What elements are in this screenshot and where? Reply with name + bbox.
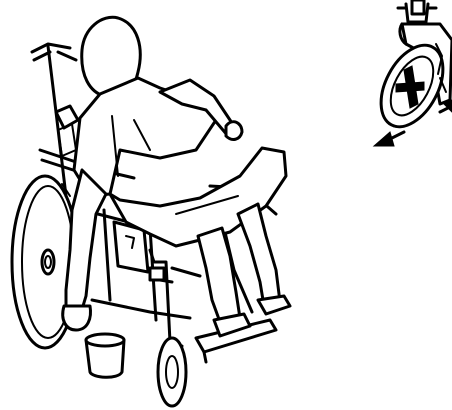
left-shin xyxy=(198,228,240,322)
left-arm xyxy=(66,170,106,316)
right-hand xyxy=(226,122,242,140)
caster-wheel-icon xyxy=(368,0,452,137)
cup-icon xyxy=(86,334,124,377)
cup-rim xyxy=(86,334,124,346)
person-icon xyxy=(63,17,290,336)
arrow-head xyxy=(374,132,394,146)
backrest-post xyxy=(48,46,66,196)
left-hand xyxy=(63,306,91,330)
right-shoe xyxy=(258,296,290,314)
wheel-hub xyxy=(42,250,54,274)
push-handle xyxy=(32,44,70,52)
front-caster xyxy=(158,338,186,406)
